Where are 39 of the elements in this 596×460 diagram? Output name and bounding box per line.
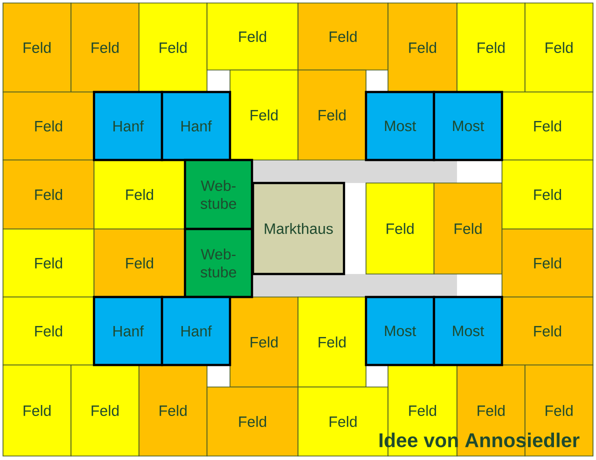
building-tile: Most [364,90,436,162]
field-tile: Feld [206,386,298,456]
field-tile: Feld [2,228,94,298]
building-tile: Most [432,90,504,162]
field-tile: Feld [138,2,208,92]
field-tile: Feld [2,296,94,366]
building-tile: Web- stube [184,228,254,298]
field-tile: Feld [502,92,594,160]
building-tile: Most [432,296,504,366]
field-tile: Feld [502,296,594,366]
field-tile: Feld [230,70,298,160]
building-tile: Markthaus [252,182,346,276]
field-tile: Feld [502,160,594,230]
field-tile: Feld [298,70,366,160]
field-tile: Feld [434,182,502,274]
field-tile: Feld [70,2,140,92]
field-tile: Feld [298,2,388,70]
field-tile: Feld [2,364,72,456]
field-tile: Feld [502,228,594,298]
building-tile: Hanf [92,296,164,366]
building-tile: Hanf [160,90,232,162]
field-tile: Feld [2,160,94,230]
field-tile: Feld [230,296,298,388]
building-tile: Most [364,296,436,366]
field-tile: Feld [70,364,140,456]
field-tile: Feld [366,182,434,274]
field-tile: Feld [456,2,526,92]
field-tile: Feld [2,2,72,92]
field-tile: Feld [298,296,366,388]
field-tile: Feld [2,92,94,160]
field-tile: Feld [94,228,186,298]
field-tile: Feld [206,2,298,70]
field-tile: Feld [388,2,458,92]
building-tile: Web- stube [184,158,254,230]
field-tile: Feld [94,160,186,230]
field-tile: Feld [138,364,208,456]
field-tile: Feld [524,2,594,92]
building-tile: Hanf [92,90,164,162]
building-tile: Hanf [160,296,232,366]
